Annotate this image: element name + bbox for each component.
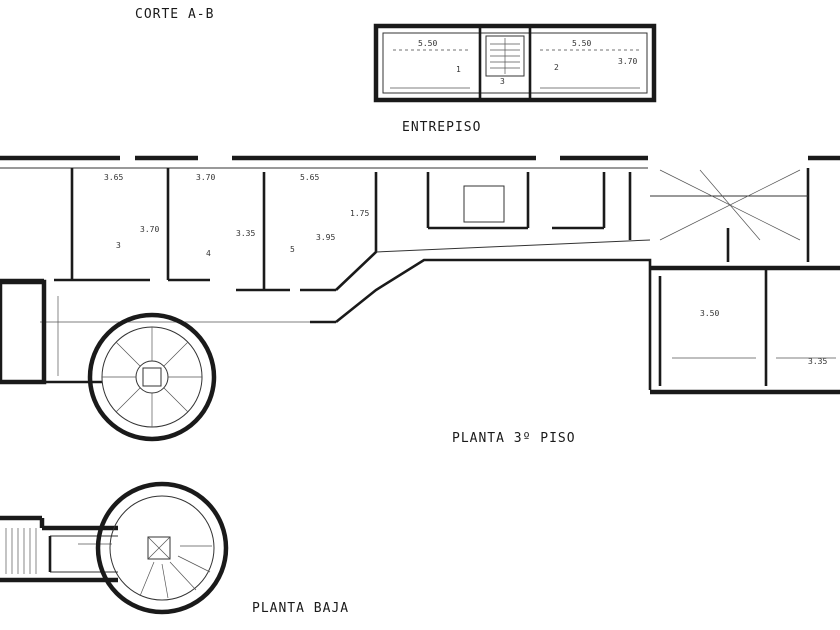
mezz-room-3: 3 bbox=[500, 77, 505, 86]
dim-right-2: 3.35 bbox=[808, 357, 827, 366]
room-number-c: 5 bbox=[290, 245, 295, 254]
mezz-dim-height: 3.70 bbox=[618, 57, 637, 66]
third-floor-title: PLANTA 3º PISO bbox=[452, 431, 576, 446]
dim-height-1: 3.70 bbox=[140, 225, 159, 234]
ground-floor-plan bbox=[0, 481, 229, 615]
dim-height-3: 3.95 bbox=[316, 233, 335, 242]
ground-floor-title: PLANTA BAJA bbox=[252, 601, 349, 616]
mezz-room-1: 1 bbox=[456, 65, 461, 74]
dim-top-2: 3.70 bbox=[196, 173, 215, 182]
dim-height-4: 1.75 bbox=[350, 209, 369, 218]
dim-right-1: 3.50 bbox=[700, 309, 719, 318]
mezzanine-title: ENTREPISO bbox=[402, 120, 481, 135]
ground-floor-spiral-stair bbox=[95, 481, 229, 615]
room-number-b: 4 bbox=[206, 249, 211, 258]
dim-top-1: 3.65 bbox=[104, 173, 123, 182]
third-floor-spiral-stair bbox=[87, 312, 217, 442]
mezz-dim-left: 5.50 bbox=[418, 39, 437, 48]
dim-top-3: 5.65 bbox=[300, 173, 319, 182]
ground-floor-steps bbox=[5, 528, 37, 574]
dim-height-2: 3.35 bbox=[236, 229, 255, 238]
room-number-a: 3 bbox=[116, 241, 121, 250]
third-floor-plan: 3.65 3.70 5.65 3.70 3.35 3.95 1.75 3.50 … bbox=[0, 155, 840, 442]
mezzanine-plan: 5.50 5.50 3.70 1 2 3 bbox=[373, 23, 657, 103]
mezzanine-stair bbox=[490, 38, 520, 74]
section-title: CORTE A-B bbox=[135, 7, 214, 22]
mezz-dim-right: 5.50 bbox=[572, 39, 591, 48]
mezz-room-2: 2 bbox=[554, 63, 559, 72]
